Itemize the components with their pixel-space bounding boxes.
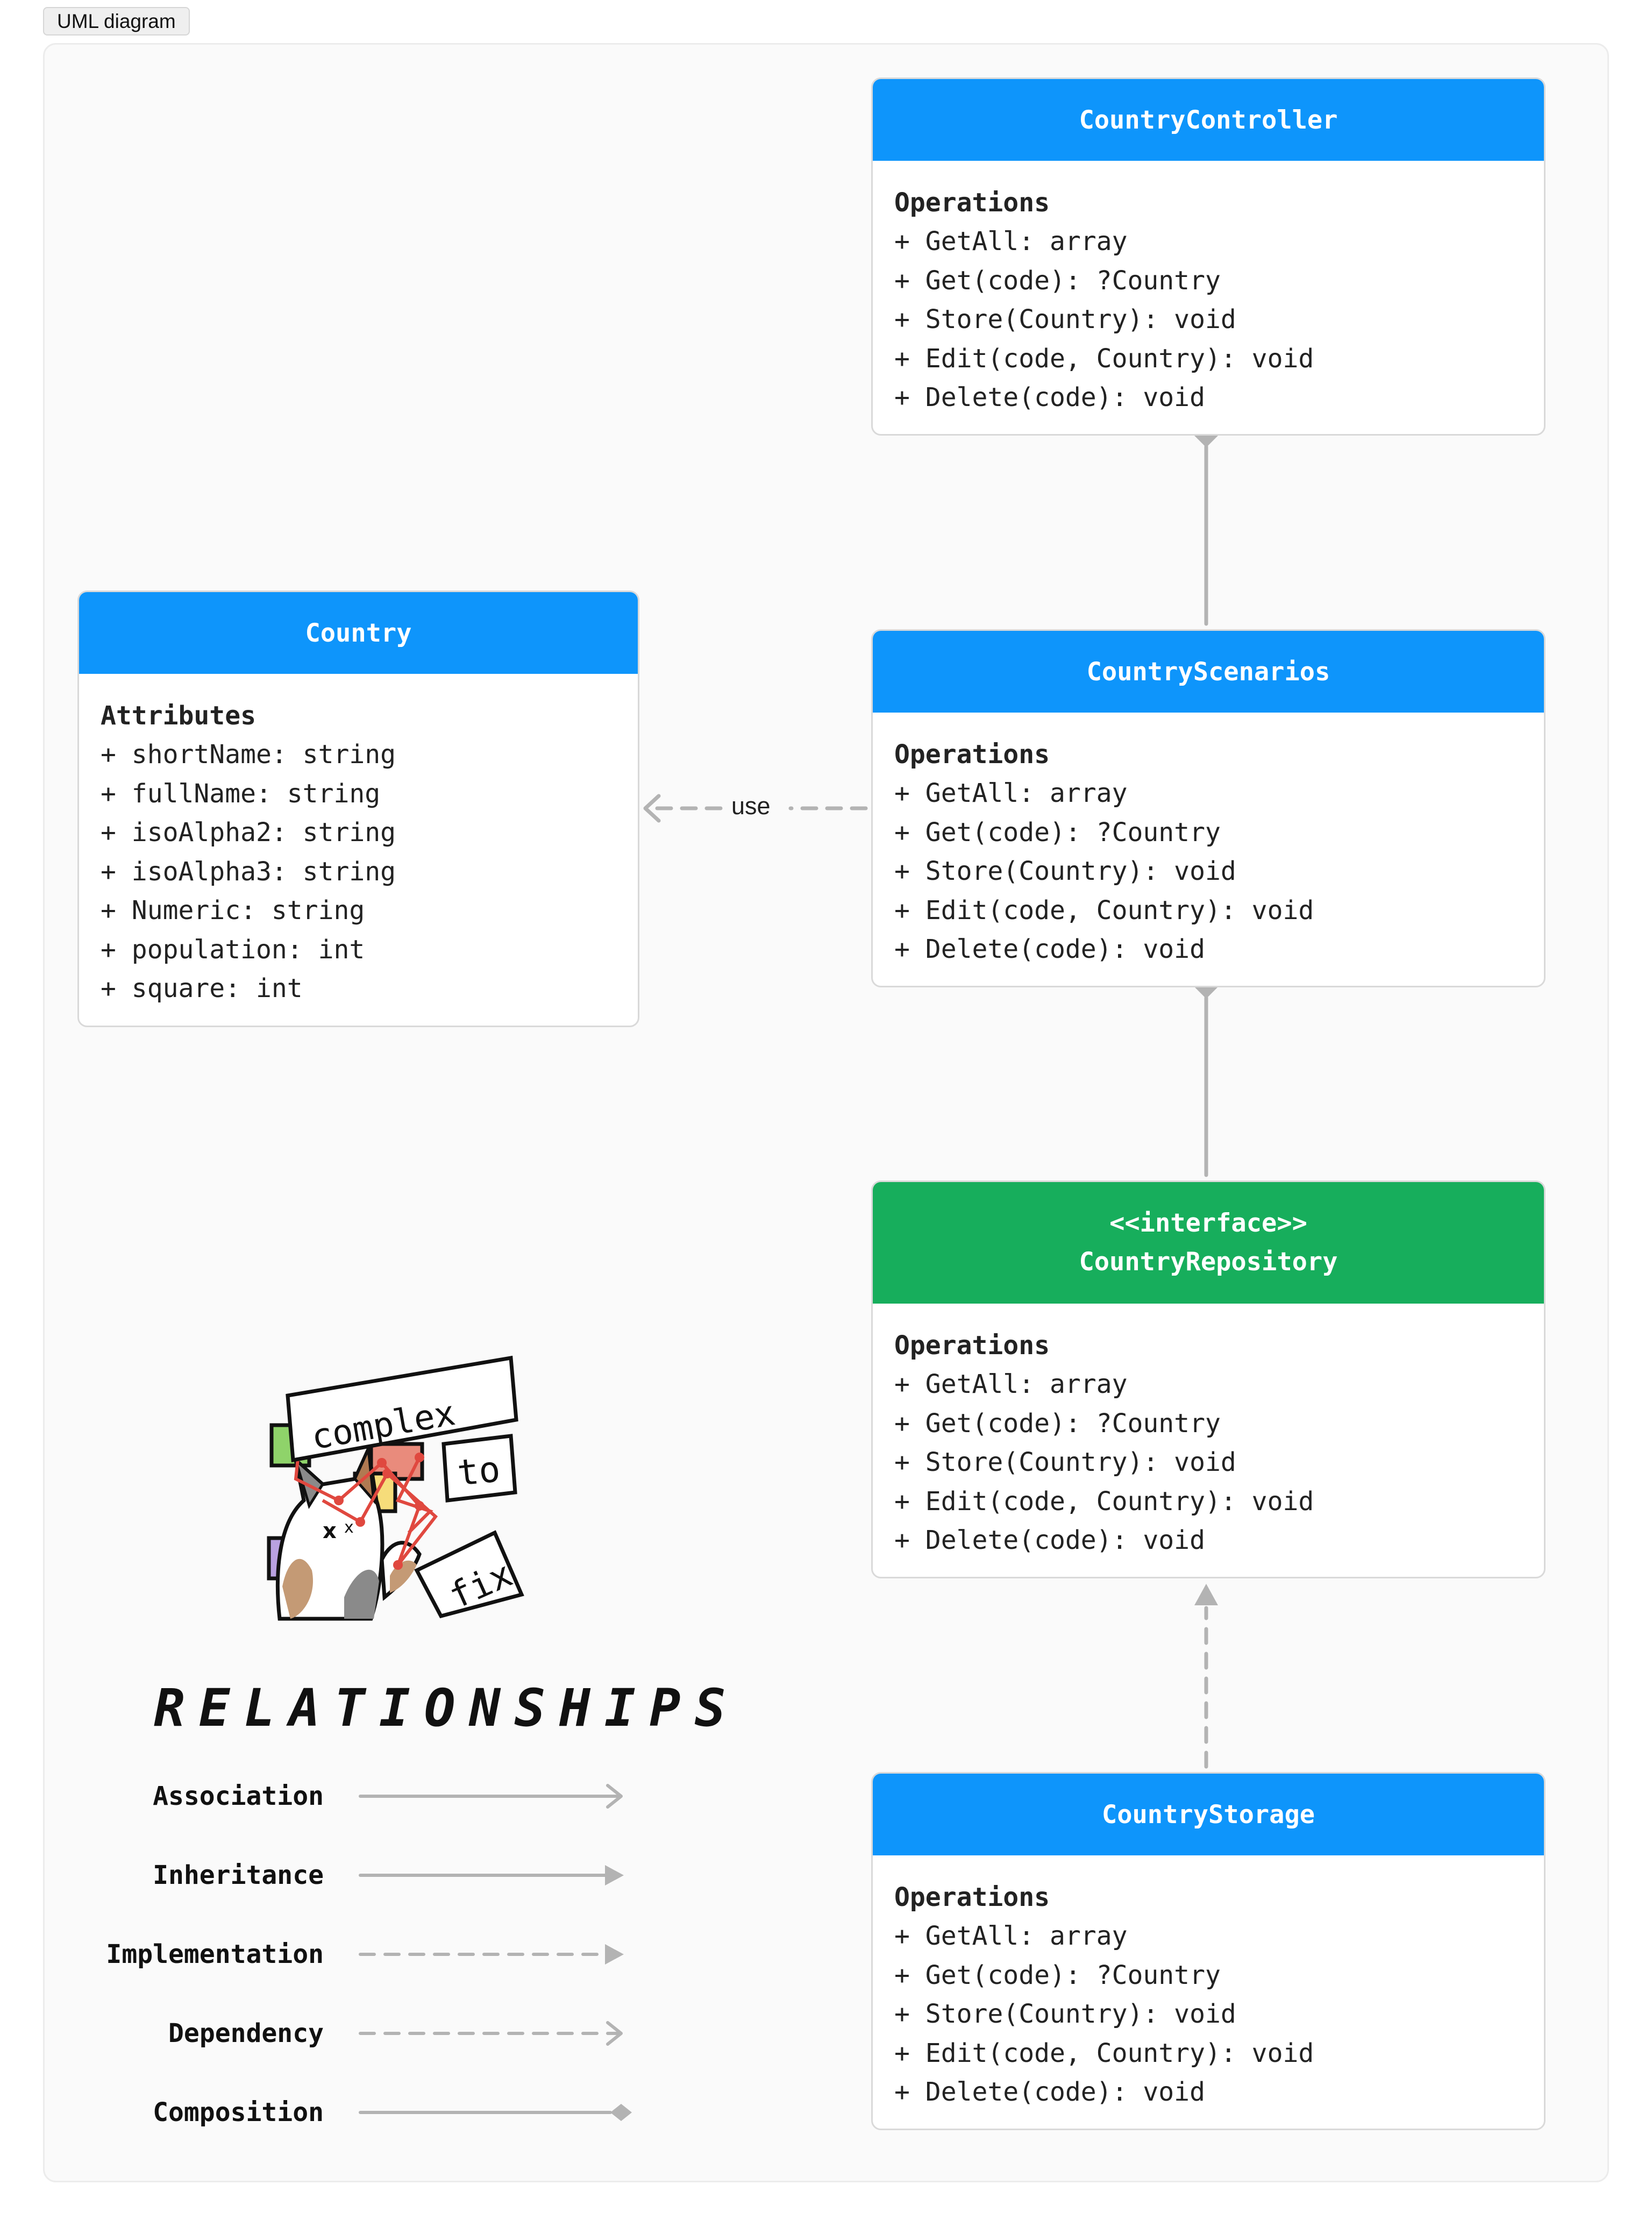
section-title: Operations <box>894 739 1050 770</box>
attribute-row: + isoAlpha3: string <box>101 856 396 887</box>
operation-row: + Delete(code): void <box>894 934 1205 964</box>
operation-row: + Store(Country): void <box>894 304 1236 335</box>
operation-row: + Store(Country): void <box>894 1999 1236 2029</box>
legend-label-composition: Composition <box>153 2097 324 2128</box>
legend-association-arrow <box>606 1784 623 1809</box>
class-country-storage[interactable]: CountryStorage Operations + GetAll: arra… <box>871 1772 1546 2130</box>
class-body: Operations + GetAll: array + Get(code): … <box>873 161 1544 417</box>
legend-label-association: Association <box>153 1781 324 1811</box>
operation-row: + Edit(code, Country): void <box>894 343 1314 374</box>
class-name: CountryScenarios <box>1086 657 1330 687</box>
operation-row: + GetAll: array <box>894 778 1128 808</box>
legend-composition-diamond <box>610 2104 632 2121</box>
legend-title: RELATIONSHIPS <box>154 1678 740 1738</box>
legend-implementation-arrow <box>605 1944 624 1965</box>
operation-row: + GetAll: array <box>894 1921 1128 1951</box>
class-header: CountryScenarios <box>873 631 1544 713</box>
class-name: CountryRepository <box>1079 1247 1338 1277</box>
operation-row: + Delete(code): void <box>894 2077 1205 2107</box>
interface-country-repository[interactable]: <<interface>> CountryRepository Operatio… <box>871 1180 1546 1578</box>
operation-row: + Edit(code, Country): void <box>894 895 1314 926</box>
legend-label-dependency: Dependency <box>168 2018 324 2048</box>
class-name: CountryController <box>1079 105 1338 135</box>
section-title: Attributes <box>101 701 256 731</box>
class-header: CountryController <box>873 79 1544 161</box>
operation-row: + Get(code): ?Country <box>894 1408 1221 1439</box>
class-country-controller[interactable]: CountryController Operations + GetAll: a… <box>871 77 1546 436</box>
legend-label-implementation: Implementation <box>106 1939 324 1969</box>
implementation-arrowhead <box>1194 1584 1218 1605</box>
attribute-row: + isoAlpha2: string <box>101 817 396 848</box>
diagram-type-tag: UML diagram <box>43 7 190 35</box>
class-header: Country <box>79 592 638 674</box>
class-body: Attributes + shortName: string + fullNam… <box>79 674 638 1008</box>
svg-text:x: x <box>344 1518 354 1537</box>
operation-row: + Edit(code, Country): void <box>894 2038 1314 2068</box>
interface-header: <<interface>> CountryRepository <box>873 1182 1544 1304</box>
attribute-row: + Numeric: string <box>101 895 365 926</box>
operation-row: + Edit(code, Country): void <box>894 1486 1314 1517</box>
operation-row: + Store(Country): void <box>894 856 1236 886</box>
class-body: Operations + GetAll: array + Get(code): … <box>873 1855 1544 2112</box>
legend-inheritance-arrow <box>605 1865 624 1885</box>
stereotype-label: <<interface>> <box>1109 1208 1307 1238</box>
class-name: CountryStorage <box>1101 1799 1315 1830</box>
svg-text:x: x <box>323 1519 337 1543</box>
section-title: Operations <box>894 1882 1050 1912</box>
operation-row: + Store(Country): void <box>894 1447 1236 1477</box>
attribute-row: + fullName: string <box>101 778 381 809</box>
class-header: CountryStorage <box>873 1774 1544 1855</box>
attribute-row: + population: int <box>101 934 365 965</box>
operation-row: + Get(code): ?Country <box>894 1960 1221 1990</box>
sticker-text-to: to <box>455 1448 502 1494</box>
operation-row: + GetAll: array <box>894 226 1128 257</box>
dependency-arrowhead <box>643 794 661 823</box>
class-body: Operations + GetAll: array + Get(code): … <box>873 713 1544 969</box>
operation-row: + Delete(code): void <box>894 1525 1205 1555</box>
sticker-label-to <box>442 1434 517 1503</box>
operation-row: + Get(code): ?Country <box>894 817 1221 848</box>
section-title: Operations <box>894 188 1050 218</box>
dependency-label: use <box>731 792 771 820</box>
operation-row: + Get(code): ?Country <box>894 265 1221 296</box>
attribute-row: + shortName: string <box>101 739 396 770</box>
class-country[interactable]: Country Attributes + shortName: string +… <box>77 590 639 1027</box>
sticker-label-fix <box>414 1530 524 1619</box>
class-name: Country <box>305 618 412 648</box>
sticker-label-complex <box>286 1355 518 1463</box>
section-title: Operations <box>894 1330 1050 1361</box>
complex-to-fix-sticker: x x complex to fix <box>267 1355 524 1621</box>
class-country-scenarios[interactable]: CountryScenarios Operations + GetAll: ar… <box>871 629 1546 987</box>
legend-label-inheritance: Inheritance <box>153 1860 324 1890</box>
class-body: Operations + GetAll: array + Get(code): … <box>873 1304 1544 1560</box>
operation-row: + Delete(code): void <box>894 382 1205 412</box>
attribute-row: + square: int <box>101 973 303 1004</box>
legend-dependency-arrow <box>606 2021 623 2046</box>
operation-row: + GetAll: array <box>894 1369 1128 1399</box>
